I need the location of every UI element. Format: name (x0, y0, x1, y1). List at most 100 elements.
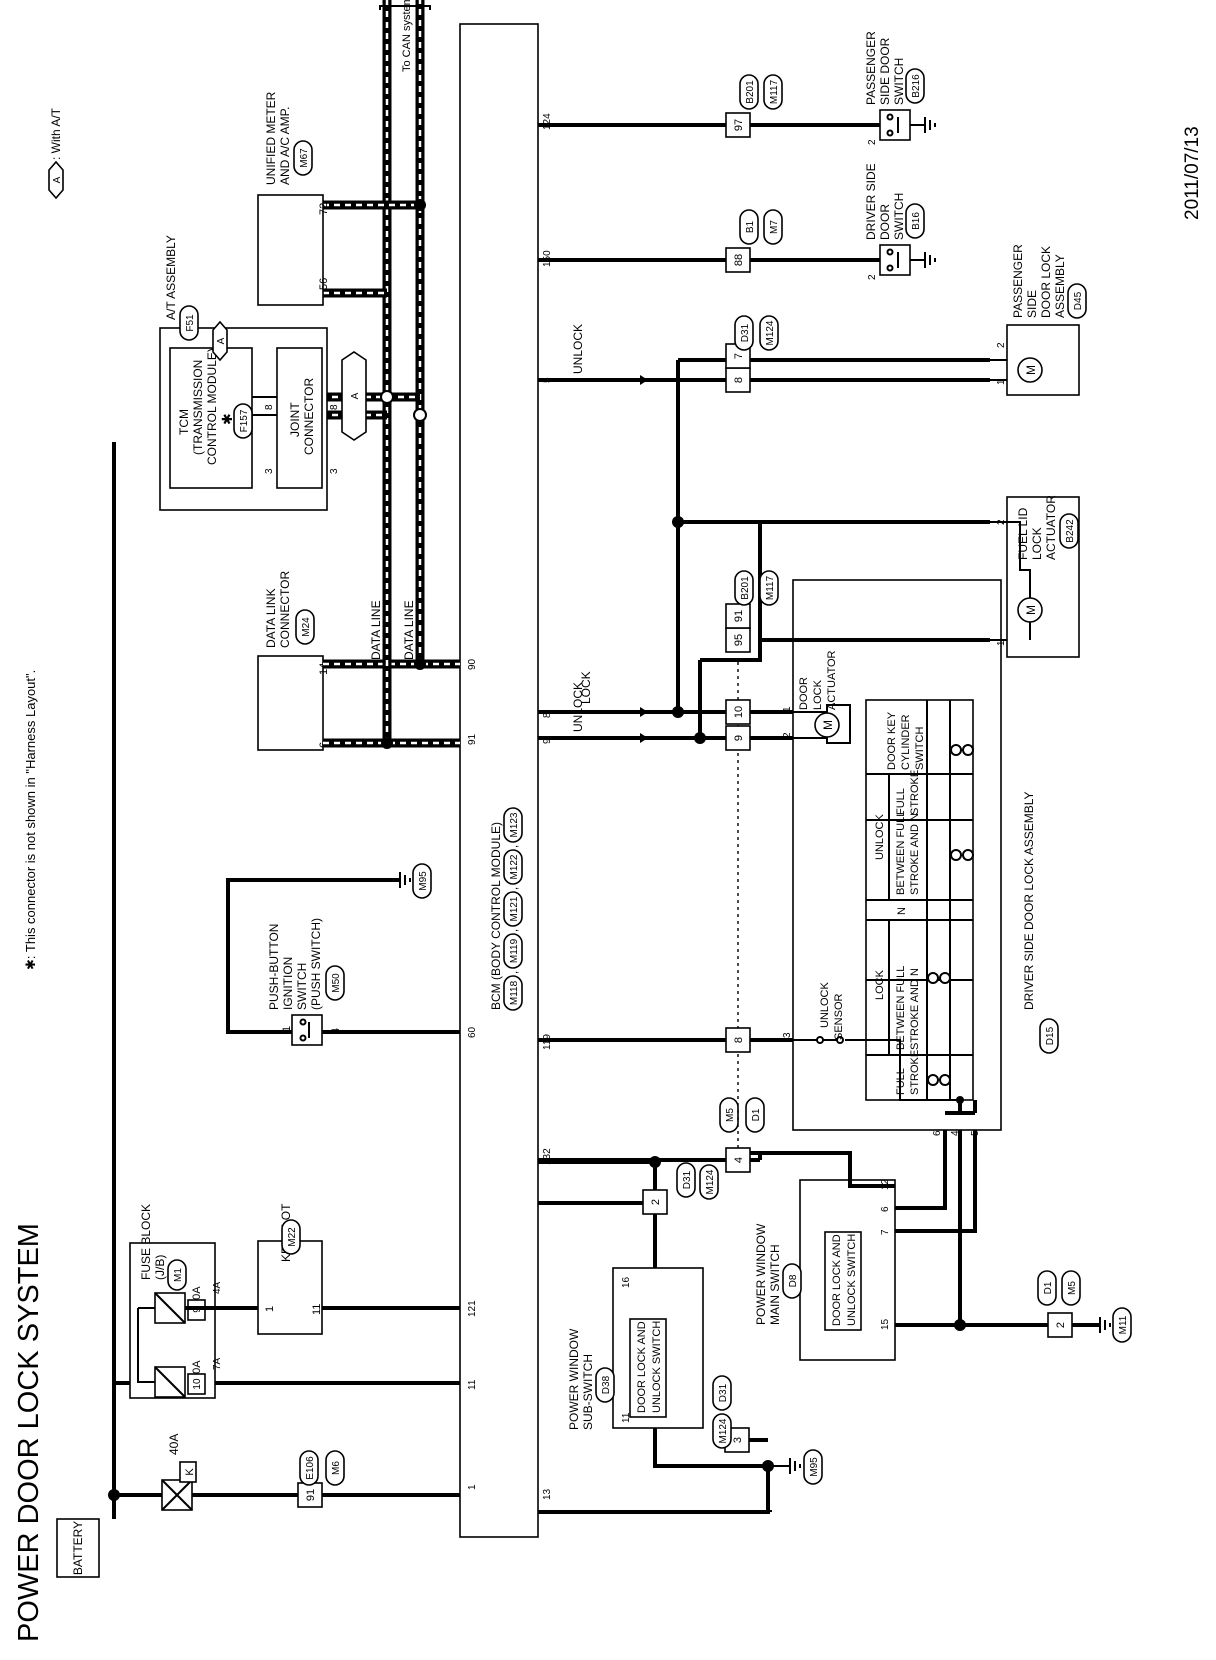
svg-text:MAIN SWITCH: MAIN SWITCH (768, 1244, 782, 1325)
svg-text:BETWEEN FULL: BETWEEN FULL (895, 811, 907, 895)
svg-text:91: 91 (733, 610, 745, 622)
power-window-main-switch: DOOR LOCK AND UNLOCK SWITCH POWER WINDOW… (754, 1178, 896, 1361)
svg-text:F157: F157 (239, 409, 250, 432)
bcm-label: BCM (BODY CONTROL MODULE) M118 , M119 , … (489, 807, 523, 1011)
svg-text:B201: B201 (740, 576, 751, 600)
with-at-indicator: A (341, 351, 367, 441)
ground-m11: M11 (1099, 1307, 1132, 1343)
svg-text:95: 95 (733, 634, 745, 646)
fusible-link-40a: 40A K (161, 1434, 197, 1511)
svg-text:PASSENGER: PASSENGER (864, 31, 878, 105)
svg-text:13: 13 (542, 1488, 553, 1500)
harness-connector-m117-b201-97: 97 B201 M117 (725, 74, 783, 138)
unlock-sensor: UNLOCK SENSOR (816, 981, 845, 1044)
svg-text:1: 1 (264, 1306, 276, 1312)
svg-text:: With A/T: : With A/T (49, 107, 63, 160)
with-at-note: A : With A/T (48, 107, 64, 200)
svg-text:CYLINDER: CYLINDER (900, 714, 912, 770)
svg-text:B242: B242 (1065, 519, 1076, 543)
svg-text:9: 9 (733, 735, 745, 741)
svg-text:LOCK: LOCK (812, 679, 824, 710)
svg-text:2: 2 (996, 342, 1007, 348)
svg-text:F51: F51 (185, 314, 196, 332)
svg-text:4A: 4A (212, 1281, 223, 1294)
svg-text:DRIVER SIDE DOOR LOCK ASSEMBLY: DRIVER SIDE DOOR LOCK ASSEMBLY (1022, 791, 1036, 1010)
data-link-connector: 6 14 DATA LINK CONNECTOR M24 (257, 571, 330, 751)
svg-text:TCM: TCM (177, 409, 191, 435)
svg-text:SIDE: SIDE (1025, 290, 1039, 318)
svg-text:SWITCH: SWITCH (295, 963, 309, 1010)
svg-text:UNLOCK: UNLOCK (571, 324, 585, 374)
harness-connector-2-d31-m124: 2 D31 M124 (642, 1162, 719, 1215)
ground-m95-bottom: M95 (768, 1449, 823, 1485)
svg-text:ACTUATOR: ACTUATOR (826, 650, 838, 710)
svg-text:D1: D1 (1043, 1281, 1054, 1294)
svg-text:✱: ✱ (219, 413, 235, 425)
svg-text:M: M (821, 720, 835, 730)
svg-text:121: 121 (467, 1300, 478, 1317)
svg-text:M5: M5 (725, 1108, 736, 1122)
key-slot: KEY SLOT M22 1 11 (257, 1203, 323, 1335)
svg-text:,: , (508, 887, 520, 890)
svg-text:LOCK: LOCK (579, 671, 593, 704)
svg-text:11: 11 (467, 1379, 478, 1390)
star-note: ✱: This connector is not shown in "Harne… (23, 670, 38, 970)
svg-text:,: , (508, 929, 520, 932)
svg-text:SWITCH: SWITCH (914, 727, 926, 770)
svg-text:FUSE BLOCK: FUSE BLOCK (139, 1204, 153, 1280)
svg-text:M95: M95 (418, 871, 429, 891)
svg-text:STROKE: STROKE (909, 770, 921, 815)
svg-text:UNLOCK: UNLOCK (571, 682, 585, 732)
svg-text:M: M (1024, 365, 1038, 375)
svg-text:(TRANSMISSION: (TRANSMISSION (191, 360, 205, 455)
harness-connector-3-d31-m124: 3 D31 M124 (712, 1375, 750, 1453)
svg-text:M24: M24 (301, 617, 312, 637)
passenger-side-door-lock-assembly: M 1 2 PASSENGER SIDE DOOR LOCK ASSEMBLY … (996, 244, 1087, 396)
svg-text:SWITCH: SWITCH (892, 58, 906, 105)
svg-text:M118: M118 (509, 980, 520, 1005)
svg-text:CONTROL MODULE): CONTROL MODULE) (205, 348, 219, 465)
harness-connector-8-m5-d1: 8 (725, 1027, 751, 1053)
svg-text:DOOR LOCK: DOOR LOCK (1039, 246, 1053, 318)
svg-text:72: 72 (318, 203, 330, 215)
svg-text:IGNITION: IGNITION (281, 957, 295, 1010)
svg-text:91: 91 (467, 733, 478, 745)
svg-text:11: 11 (621, 1412, 632, 1423)
svg-text:M121: M121 (509, 896, 520, 921)
svg-text:1: 1 (996, 640, 1007, 646)
svg-text:6: 6 (880, 1206, 891, 1212)
can-junction (414, 658, 426, 670)
svg-text:M119: M119 (509, 938, 520, 963)
svg-text:DATA LINE: DATA LINE (369, 600, 383, 660)
ground-m95-top: M95 (399, 863, 432, 899)
svg-text:,: , (508, 971, 520, 974)
svg-text:UNLOCK SWITCH: UNLOCK SWITCH (651, 1321, 663, 1413)
svg-text:91: 91 (305, 1489, 317, 1501)
svg-text:8: 8 (264, 404, 275, 410)
svg-text:UNLOCK: UNLOCK (874, 813, 886, 860)
svg-text:M: M (1024, 605, 1038, 615)
svg-text:DATA LINE: DATA LINE (402, 600, 416, 660)
svg-text:STROKE AND N: STROKE AND N (909, 813, 921, 895)
svg-text:UNIFIED METER: UNIFIED METER (264, 91, 278, 185)
push-switch-ground-wire (226, 878, 400, 1034)
fuse-block: FUSE BLOCK (J/B) M1 10A 10 7A 10A 9 4A (129, 1204, 223, 1399)
svg-text:2: 2 (867, 274, 878, 280)
svg-text:DOOR LOCK AND: DOOR LOCK AND (831, 1234, 843, 1326)
battery: BATTERY (56, 1518, 100, 1578)
svg-text:D45: D45 (1073, 291, 1084, 310)
svg-text:1: 1 (281, 1026, 293, 1032)
fuel-lid-lock-actuator: M 1 2 FUEL LID LOCK ACTUATOR B242 (996, 495, 1080, 658)
svg-text:LOCK: LOCK (1030, 527, 1044, 560)
diagram-title: POWER DOOR LOCK SYSTEM (13, 1223, 45, 1642)
svg-text:B1: B1 (745, 220, 756, 233)
svg-text:M123: M123 (509, 812, 520, 837)
svg-text:A: A (350, 392, 361, 399)
svg-text:B16: B16 (911, 212, 922, 230)
svg-text:(J/B): (J/B) (153, 1255, 167, 1280)
svg-text:A: A (52, 176, 63, 183)
harness-connector-m117-b201-95-91: 95 91 B201 M117 (725, 570, 779, 653)
svg-text:7: 7 (880, 1229, 891, 1235)
svg-text:B201: B201 (745, 80, 756, 104)
